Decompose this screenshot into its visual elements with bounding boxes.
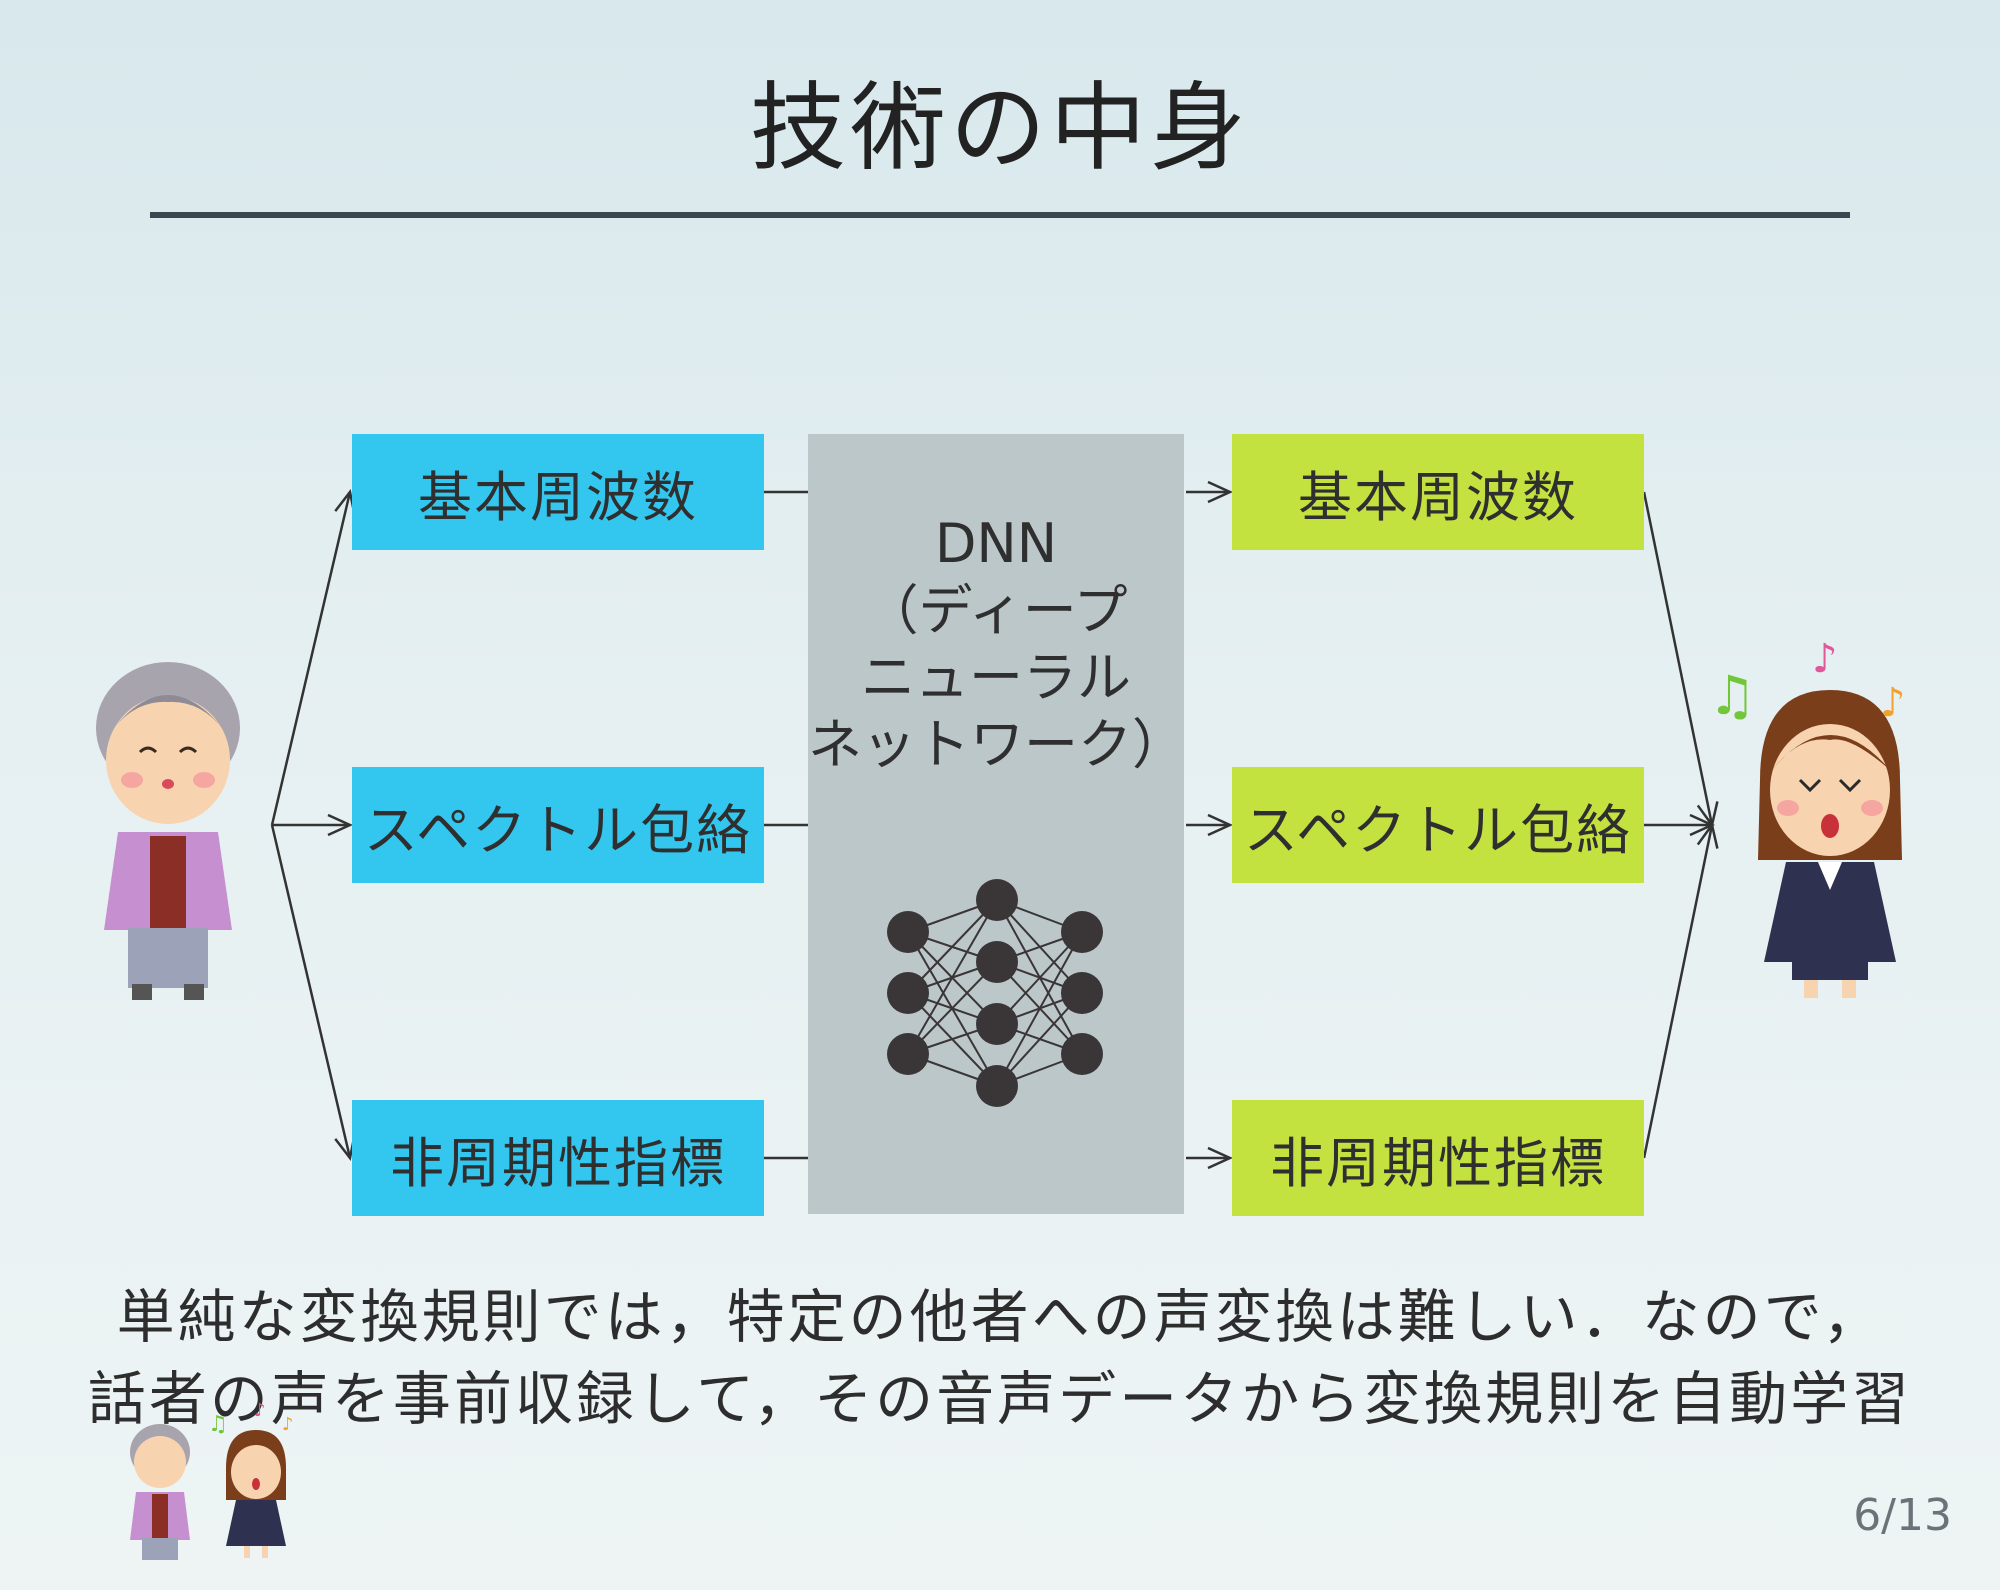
dnn-label-line: DNN	[934, 512, 1058, 575]
input-fundamental-frequency: 基本周波数	[352, 434, 764, 550]
output-fundamental-frequency: 基本周波数	[1232, 434, 1644, 550]
music-note-icon: ♫	[1708, 664, 1757, 727]
input-spectral-envelope: スペクトル包絡	[352, 767, 764, 883]
output-aperiodicity-index: 非周期性指標	[1232, 1100, 1644, 1216]
music-note-icon: ♫	[208, 1412, 228, 1437]
music-note-icon: ♪	[254, 1400, 266, 1421]
music-note-icon: ♪	[1880, 680, 1906, 726]
dnn-label-line: （ディープ	[864, 579, 1128, 642]
singing-girl-icon	[226, 1430, 286, 1558]
music-note-icon: ♪	[1812, 636, 1838, 682]
caption-line-1: 単純な変換規則では，特定の他者への声変換は難しい．なので，	[116, 1283, 1884, 1351]
elderly-woman-icon	[130, 1424, 190, 1560]
page-number: 6/13	[1853, 1490, 1952, 1541]
input-aperiodicity-index: 非周期性指標	[352, 1100, 764, 1216]
slide-title: 技術の中身	[750, 72, 1250, 184]
dnn-label-line: ニューラル	[861, 646, 1131, 709]
music-note-icon: ♪	[282, 1414, 294, 1435]
caption-line-2: 話者の声を事前収録して，その音声データから変換規則を自動学習	[87, 1365, 1913, 1433]
dnn-label-line: ネットワーク）	[808, 713, 1186, 776]
dnn-label: DNN （ディープ ニューラル ネットワーク）	[808, 510, 1186, 778]
output-spectral-envelope: スペクトル包絡	[1232, 767, 1644, 883]
title-divider	[150, 212, 1850, 218]
